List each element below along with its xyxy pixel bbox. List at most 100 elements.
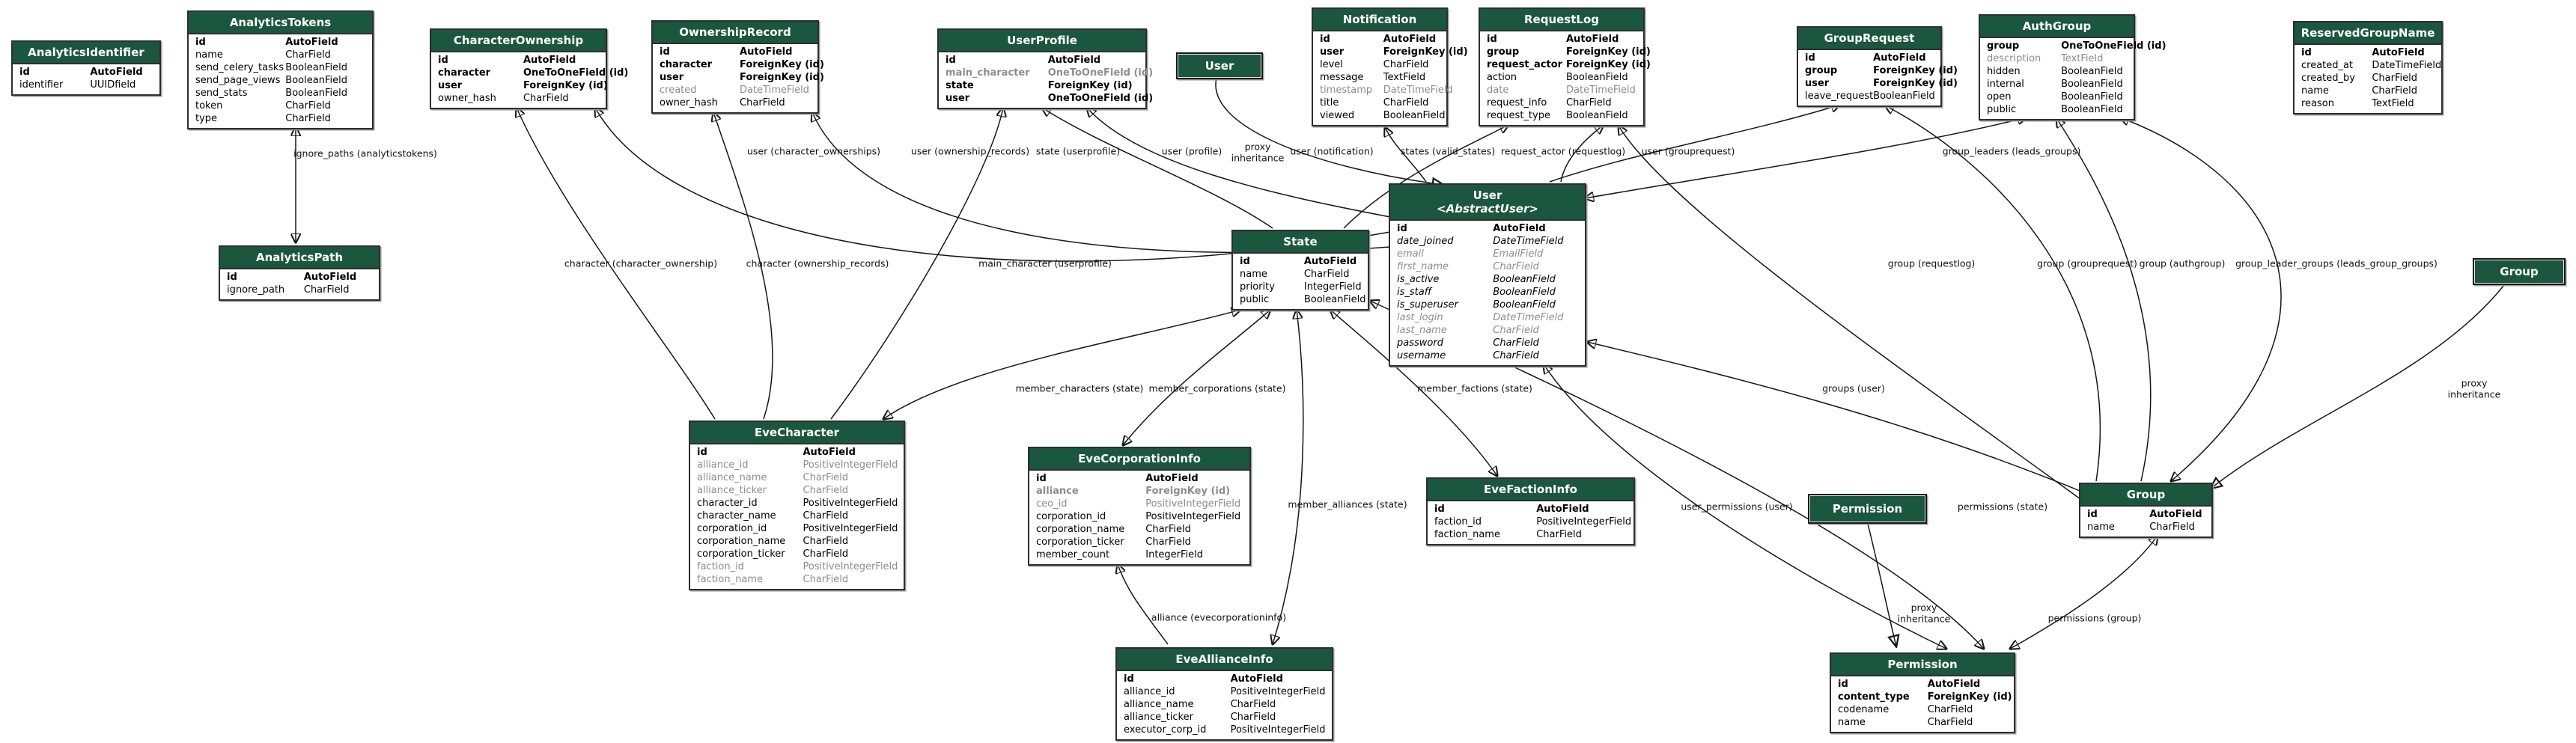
field-row: send_stats BooleanField [189,87,372,100]
field-type: BooleanField [2061,91,2123,103]
field-type: PositiveIntegerField [1230,724,1326,736]
table-title: GroupRequest [1798,28,1940,50]
field-type: CharField [740,97,785,108]
field-name: alliance_name [1124,699,1194,710]
field-name: id [19,67,30,78]
field-type: AutoField [1383,34,1437,45]
field-type: PositiveIntegerField [803,498,898,509]
field-name: is_active [1397,274,1440,285]
field-type: CharField [2372,73,2417,84]
field-type: AutoField [1145,473,1199,484]
edge-member-corporations-state- [1123,310,1270,445]
table-title: EveFactionInfo [1428,479,1633,501]
table-title: EveCharacter [690,422,904,444]
edge-character-ownership-records- [713,112,773,420]
field-type: PositiveIntegerField [803,459,898,471]
field-type: UUIDfield [90,79,136,91]
edge-label: character (character_ownership) [564,257,718,269]
field-name: id [660,46,670,58]
field-name: id [1320,34,1330,45]
field-type: PositiveIntegerField [1536,516,1632,528]
field-name: state [946,80,974,91]
edge-group-leader-groups-leads-group-groups- [2120,117,2282,481]
field-name: request_actor [1487,59,1563,70]
field-type: ForeignKey (id) [740,59,824,70]
field-name: internal [1987,79,2024,90]
field-name: leave_request [1805,91,1874,102]
field-type: ForeignKey (id) [740,72,824,83]
field-name: created_at [2301,60,2354,71]
field-name: corporation_id [1036,511,1106,522]
field-type: BooleanField [285,88,347,99]
field-name: user [1320,46,1345,58]
field-type: AutoField [2372,47,2425,58]
field-name: codename [1838,704,1890,715]
table-title: EveAllianceInfo [1117,649,1332,671]
field-type: EmailField [1493,248,1544,260]
field-name: title [1320,97,1339,108]
table-title: User<AbstractUser> [1390,185,1585,221]
field-name: user [660,72,684,83]
field-type: AutoField [1493,223,1546,234]
field-type: AutoField [1536,504,1589,515]
field-name: send_stats [195,88,248,99]
proxy-model-permission-proxy: Permission [1808,494,1927,524]
edge-label: permissions (state) [1957,501,2048,513]
edge-alliance-evecorporationinfo- [1118,564,1169,645]
field-name: group [1487,46,1520,58]
field-type: PositiveIntegerField [1230,686,1326,697]
edge-group-requestlog- [1619,126,2089,506]
field-name: name [195,49,223,61]
field-name: id [1838,679,1848,690]
field-type: ForeignKey (id) [523,80,608,91]
field-name: id [697,447,707,458]
field-name: name [1838,717,1866,728]
field-name: group [1805,65,1838,76]
field-type: BooleanField [2061,104,2123,115]
field-type: CharField [1493,350,1539,361]
field-name: id [1124,673,1134,685]
edge-label: group_leaders (leads_groups) [1942,145,2081,157]
field-type: ForeignKey (id) [1047,80,1133,91]
field-type: ForeignKey (id) [1873,78,1958,89]
edge-label: group_leader_groups (leads_group_groups) [2235,257,2438,269]
